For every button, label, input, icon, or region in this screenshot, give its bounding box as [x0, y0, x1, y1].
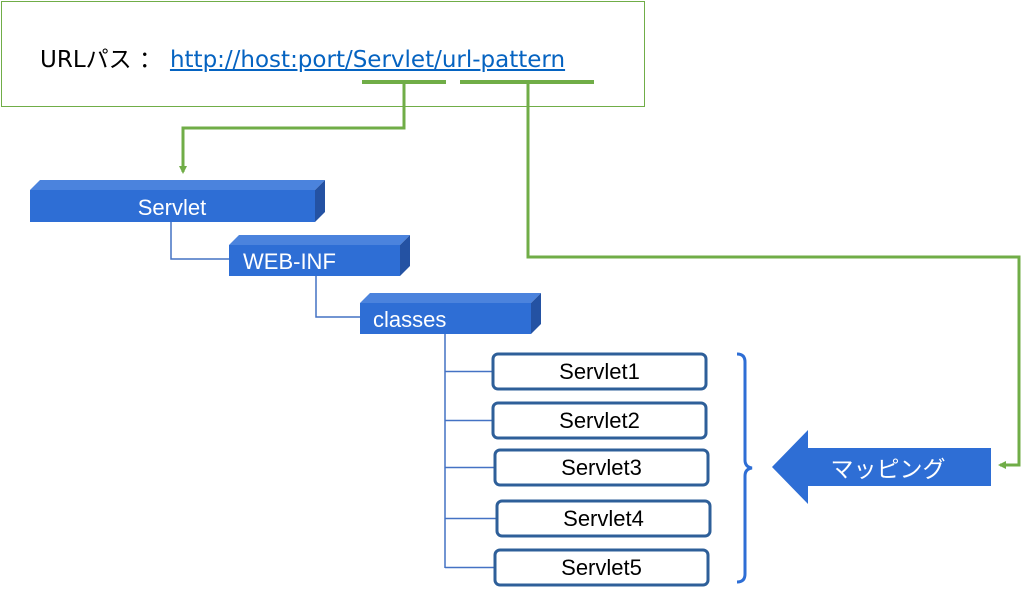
folder-web-inf[interactable]: WEB-INF	[229, 235, 410, 276]
servlet-group-bracket	[736, 352, 753, 584]
servlet-connector-arrow	[179, 84, 406, 174]
servlet-label-3: Servlet3	[561, 455, 642, 480]
servlet-box-4[interactable]: Servlet4	[495, 499, 712, 538]
tree-line-webinf	[170, 222, 229, 260]
servlet-label-2: Servlet2	[559, 408, 640, 433]
folder-servlet-label: Servlet	[138, 195, 206, 220]
servlet-label-1: Servlet1	[559, 359, 640, 384]
servlet-label-4: Servlet4	[563, 506, 644, 531]
servlet-box-5[interactable]: Servlet5	[493, 548, 710, 587]
mapping-arrow: マッピング	[772, 430, 991, 504]
servlet-box-1[interactable]: Servlet1	[491, 352, 708, 391]
url-path-box: URLパス ： http://host:port/Servlet/url-patt…	[1, 1, 645, 107]
url-path-label: URLパス ：	[40, 47, 162, 73]
servlet-box-2[interactable]: Servlet2	[491, 401, 708, 440]
folder-web-inf-label: WEB-INF	[243, 249, 336, 274]
mapping-label: マッピング	[831, 457, 946, 483]
url-pattern-connector-arrow	[526, 84, 1021, 469]
servlet-box-3[interactable]: Servlet3	[493, 448, 710, 487]
folder-classes-label: classes	[373, 307, 446, 332]
folder-classes[interactable]: classes	[360, 293, 541, 334]
servlet-label-5: Servlet5	[561, 555, 642, 580]
url-link[interactable]: http://host:port/Servlet/url-pattern	[169, 47, 566, 73]
url-path-line: URLパス ： http://host:port/Servlet/url-patt…	[40, 45, 565, 75]
folder-servlet[interactable]: Servlet	[30, 180, 325, 222]
tree-line-classes	[315, 275, 360, 318]
